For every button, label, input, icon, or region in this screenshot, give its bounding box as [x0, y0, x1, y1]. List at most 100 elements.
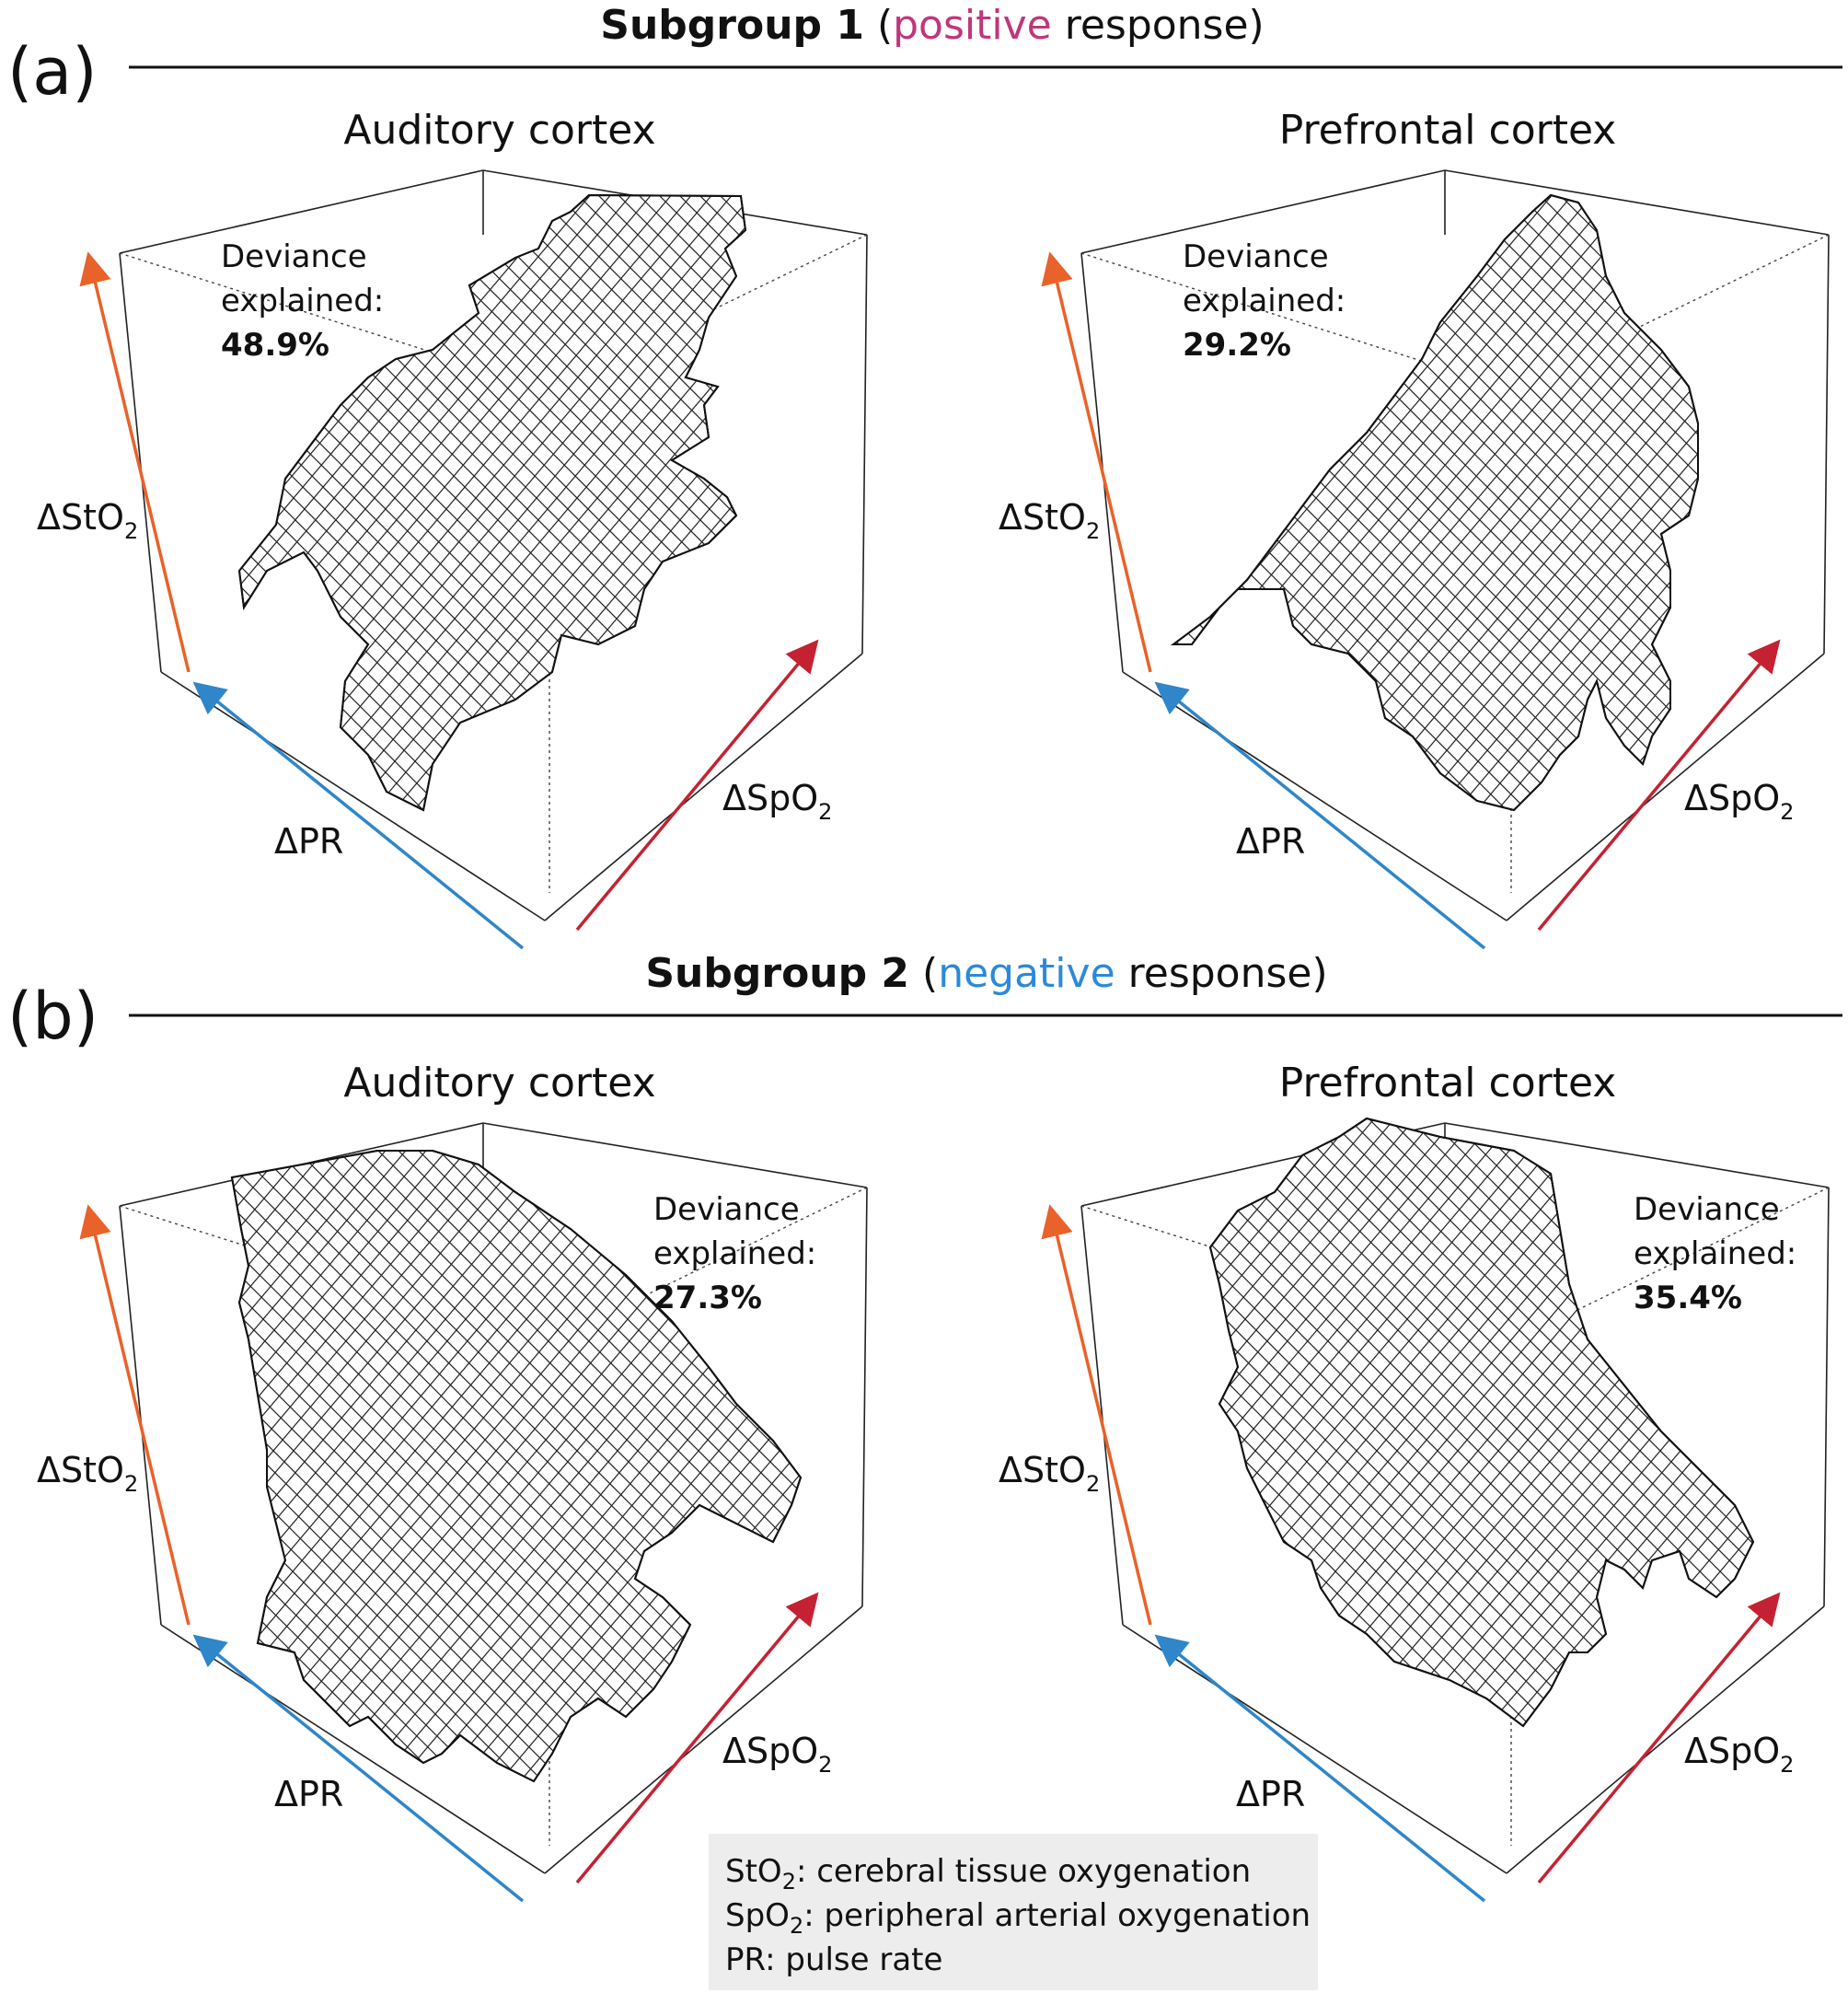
mesh-line [239, 195, 745, 810]
mesh-line [1669, 195, 1698, 810]
mesh-line [240, 1151, 801, 1781]
mesh-line [1750, 0, 1848, 1013]
mesh-line [1173, 195, 1698, 810]
deviance-annotation: Deviance explained: 29.2% [1183, 238, 1346, 364]
mesh-line [239, 195, 745, 810]
mesh-line [232, 1151, 801, 1781]
mesh-line [1210, 1118, 1753, 1726]
row-a-header: (a) Subgroup 1 (positive response) [7, 2, 1842, 110]
panel-title: Auditory cortex [343, 107, 655, 154]
cube-edge [861, 1187, 868, 1607]
mesh-line [1173, 195, 1698, 810]
surface-outline [1208, 1117, 1755, 1728]
mesh-line [1210, 1118, 1753, 1726]
surface-outline [230, 1150, 803, 1783]
y-axis-label: ΔSpO2 [1684, 1731, 1794, 1778]
cube-hidden-edge [549, 1187, 868, 1343]
mesh-line [239, 195, 745, 810]
mesh-line [1649, 1118, 1753, 1726]
mesh-line [239, 195, 745, 810]
mesh-line [232, 1151, 791, 1781]
mesh-line [232, 1151, 801, 1781]
mesh-line [1210, 1118, 1753, 1726]
mesh-line [239, 195, 745, 810]
mesh-line [0, 769, 202, 1965]
mesh-line [232, 1151, 801, 1781]
mesh-line [239, 195, 745, 810]
mesh-line [239, 195, 745, 810]
x-axis-arrow [192, 681, 525, 950]
z-axis-label: ΔStO2 [999, 497, 1100, 544]
mesh-line [232, 1151, 801, 1781]
mesh-line [239, 195, 745, 810]
mesh-line [1210, 1118, 1753, 1726]
mesh-line [239, 195, 745, 810]
mesh-line [1751, 0, 1848, 1013]
mesh-line [1210, 1118, 1753, 1726]
mesh-line [239, 195, 745, 810]
mesh-line [1210, 1118, 1753, 1726]
mesh-line [1173, 195, 1698, 810]
deviance-value: 48.9% [221, 327, 329, 364]
panel-title: Prefrontal cortex [1279, 1060, 1617, 1107]
mesh-line [239, 195, 745, 810]
mesh-line [1210, 1118, 1753, 1726]
mesh-line [232, 1151, 801, 1781]
mesh-line [232, 1151, 801, 1781]
mesh-line [239, 195, 745, 810]
mesh-line [1173, 195, 1698, 810]
mesh-line [1173, 195, 1698, 810]
abbreviation-legend: StO2: cerebral tissue oxygenation SpO2: … [709, 1834, 1318, 1990]
mesh-line [1812, 769, 1848, 1965]
cube-edge [1823, 1187, 1830, 1607]
deviance-value: 35.4% [1634, 1280, 1742, 1316]
mesh-line [1609, 1118, 1753, 1726]
mesh-line [232, 1151, 801, 1781]
mesh-line [260, 1151, 801, 1781]
mesh-line [1210, 1118, 1753, 1726]
mesh-line [1708, 1118, 1753, 1726]
panel-title: Auditory cortex [343, 1060, 655, 1107]
mesh-line [0, 953, 39, 1965]
cube-edge [1506, 653, 1825, 921]
mesh-line [1810, 0, 1848, 1013]
deviance-annotation: Deviance explained: 35.4% [1634, 1191, 1796, 1316]
mesh-line [1173, 195, 1698, 810]
deviance-label-2: explained: [1183, 283, 1346, 319]
panel-letter-a: (a) [7, 34, 98, 110]
mesh-line [232, 1151, 801, 1781]
mesh-line [1731, 0, 1848, 1013]
mesh-line [1688, 195, 1698, 810]
mesh-line [232, 1151, 801, 1781]
mesh-line [239, 195, 745, 810]
mesh-line [239, 195, 745, 810]
mesh-line [1173, 195, 1698, 810]
cube-hidden-edge [1510, 234, 1830, 390]
mesh-line [239, 195, 745, 810]
subgroup-2-header: Subgroup 2 (negative response) [645, 950, 1327, 997]
x-axis-arrow [192, 1634, 525, 1903]
mesh-line [1210, 1118, 1753, 1726]
mesh-line [1832, 0, 1848, 1013]
mesh-line [239, 195, 745, 810]
mesh-line [232, 1151, 801, 1781]
mesh-line [239, 195, 745, 810]
mesh-line [1792, 0, 1848, 1013]
mesh-line [1210, 1118, 1753, 1726]
z-axis-arrow [1041, 251, 1152, 673]
mesh-line [1173, 195, 1698, 810]
mesh-line [239, 195, 745, 810]
mesh-line [232, 1151, 801, 1781]
mesh-line [1173, 195, 1698, 810]
deviance-label-1: Deviance [221, 238, 367, 275]
mesh-line [232, 1151, 770, 1781]
cube-edge [1080, 252, 1124, 673]
y-axis-label: ΔSpO2 [1684, 778, 1794, 825]
mesh-line [1770, 0, 1848, 1013]
mesh-line [1629, 1118, 1753, 1726]
y-axis-label: ΔSpO2 [722, 1731, 832, 1778]
mesh-line [1728, 1118, 1753, 1726]
